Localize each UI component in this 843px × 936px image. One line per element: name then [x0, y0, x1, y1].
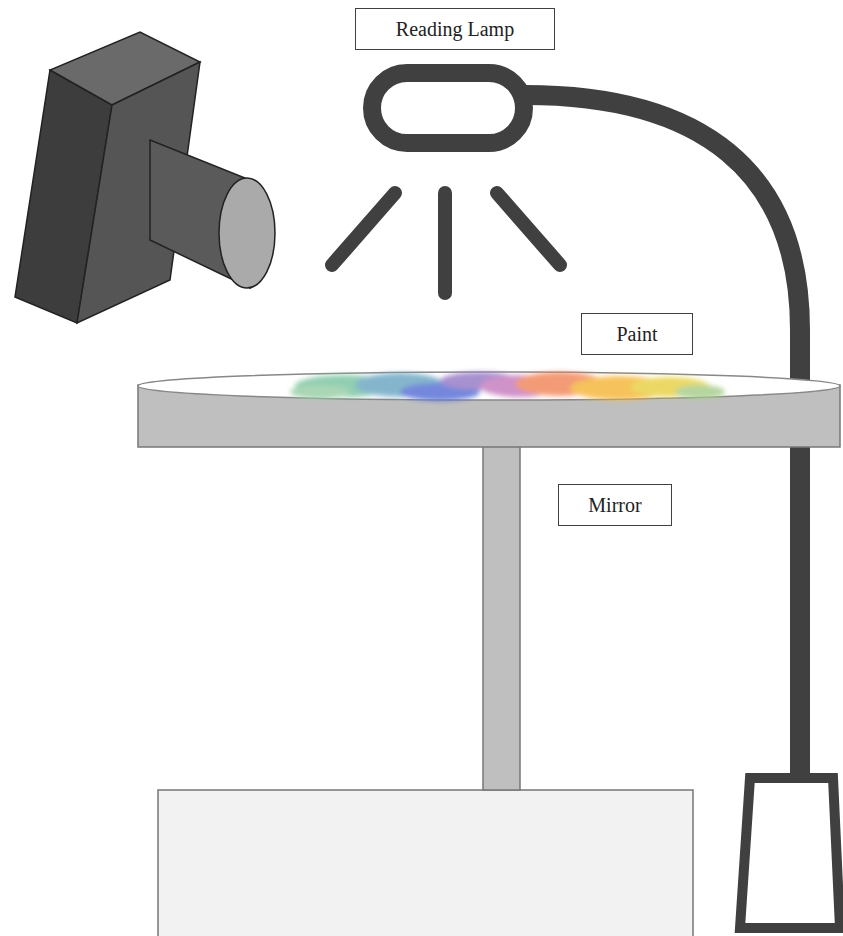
camera	[15, 32, 275, 323]
part-label: Paint	[616, 322, 657, 346]
paint-blobs	[290, 372, 725, 401]
part-label: Mirror	[588, 493, 641, 517]
lamp-base	[740, 778, 840, 928]
label-box: Paint	[581, 313, 693, 355]
part-label: Reading Lamp	[396, 17, 514, 41]
light-rays	[332, 193, 560, 293]
table-stem	[483, 440, 520, 790]
label-box: Mirror	[558, 484, 672, 526]
lamp-head	[372, 73, 524, 143]
mirror-surface	[138, 372, 840, 400]
table-base	[158, 790, 693, 936]
label-box: Reading Lamp	[355, 8, 555, 50]
